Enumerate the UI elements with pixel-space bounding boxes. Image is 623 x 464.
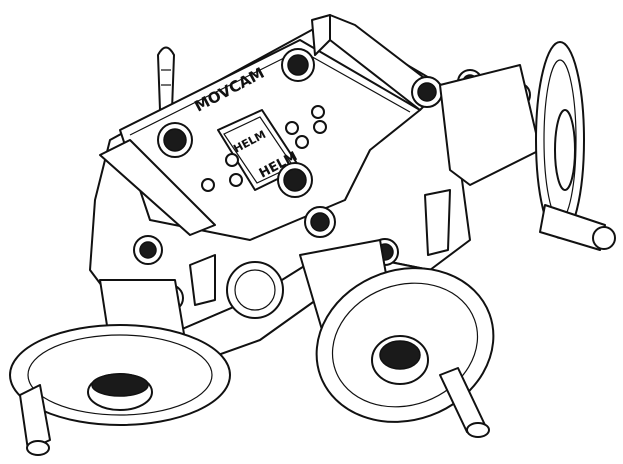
knob-left-wheel [133,235,163,265]
right-wheel-module [439,41,616,251]
knob-right-1 [411,76,443,108]
left-wheel-module [9,279,231,456]
middle-wheel-module [299,239,495,438]
antenna [157,46,175,111]
knob-left-panel [157,122,193,158]
knob-lower [304,206,336,238]
knob-center [277,162,313,198]
feet [189,189,451,306]
knob-top [281,48,315,82]
